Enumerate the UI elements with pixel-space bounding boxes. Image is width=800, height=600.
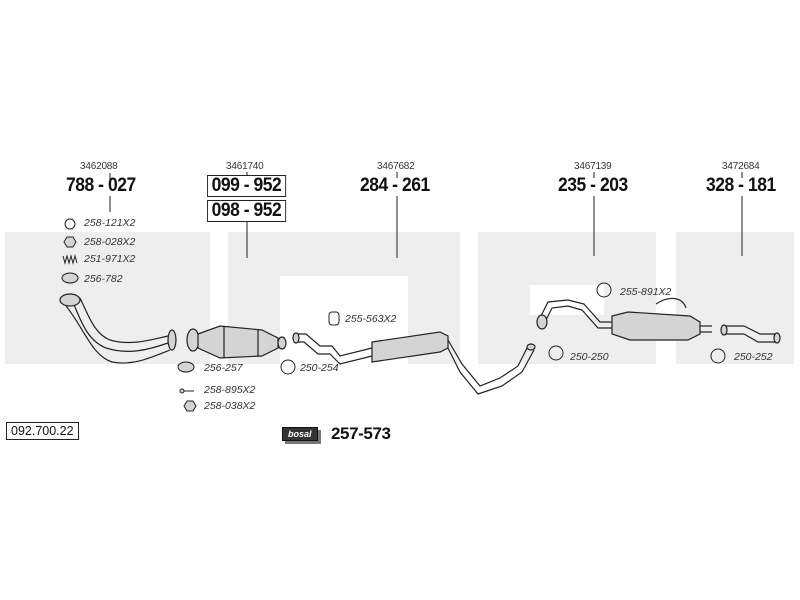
ring-icon (64, 218, 76, 230)
part-number[interactable]: 235 - 203 (558, 175, 628, 196)
rear-silencer (536, 297, 712, 341)
rubber-ring-icon (596, 282, 612, 298)
nut-icon (183, 400, 197, 412)
clamp-icon (710, 348, 726, 364)
leader-lines (109, 172, 743, 258)
oem-number: 3461740 (226, 161, 264, 172)
small-part-label[interactable]: 258-121X2 (84, 217, 136, 229)
small-part-icons (61, 218, 726, 412)
part-number[interactable]: 284 - 261 (360, 175, 430, 196)
small-part-label[interactable]: 250-254 (300, 362, 339, 374)
clamp-icon (548, 345, 564, 361)
part-number[interactable]: 328 - 181 (706, 175, 776, 196)
alt-part-number-boxed[interactable]: 098 - 952 (207, 200, 286, 222)
small-part-label[interactable]: 256-782 (84, 273, 123, 285)
small-part-label[interactable]: 258-038X2 (204, 400, 256, 412)
middle-silencer (292, 331, 536, 395)
part-number[interactable]: 788 - 027 (66, 175, 136, 196)
small-part-label[interactable]: 255-891X2 (620, 286, 672, 298)
oem-number: 3467139 (574, 161, 612, 172)
clamp-icon (280, 359, 296, 375)
oem-number: 3462088 (80, 161, 118, 172)
oem-number: 3467682 (377, 161, 415, 172)
catalytic-converter (186, 325, 287, 359)
gasket-icon (61, 272, 79, 284)
small-part-label[interactable]: 251-971X2 (84, 253, 136, 265)
reference-number: 092.700.22 (6, 422, 79, 440)
bosal-watermark (5, 232, 794, 364)
bosal-logo-badge: bosal (282, 427, 318, 441)
part-number-boxed[interactable]: 099 - 952 (207, 175, 286, 197)
oem-number: 3472684 (722, 161, 760, 172)
small-part-label[interactable]: 258-028X2 (84, 236, 136, 248)
rubber-mount-icon (328, 311, 340, 326)
gasket-icon (177, 361, 195, 373)
small-part-label[interactable]: 250-250 (570, 351, 609, 363)
bolt-head-icon (179, 388, 185, 394)
front-pipe (59, 293, 177, 364)
small-part-label[interactable]: 256-257 (204, 362, 243, 374)
tail-pipe (720, 324, 781, 344)
spring-icon (62, 254, 78, 265)
small-part-label[interactable]: 255-563X2 (345, 313, 397, 325)
mounting-kit-number[interactable]: 257-573 (331, 424, 391, 443)
small-part-label[interactable]: 250-252 (734, 351, 773, 363)
nut-icon (63, 236, 77, 248)
small-part-label[interactable]: 258-895X2 (204, 384, 256, 396)
